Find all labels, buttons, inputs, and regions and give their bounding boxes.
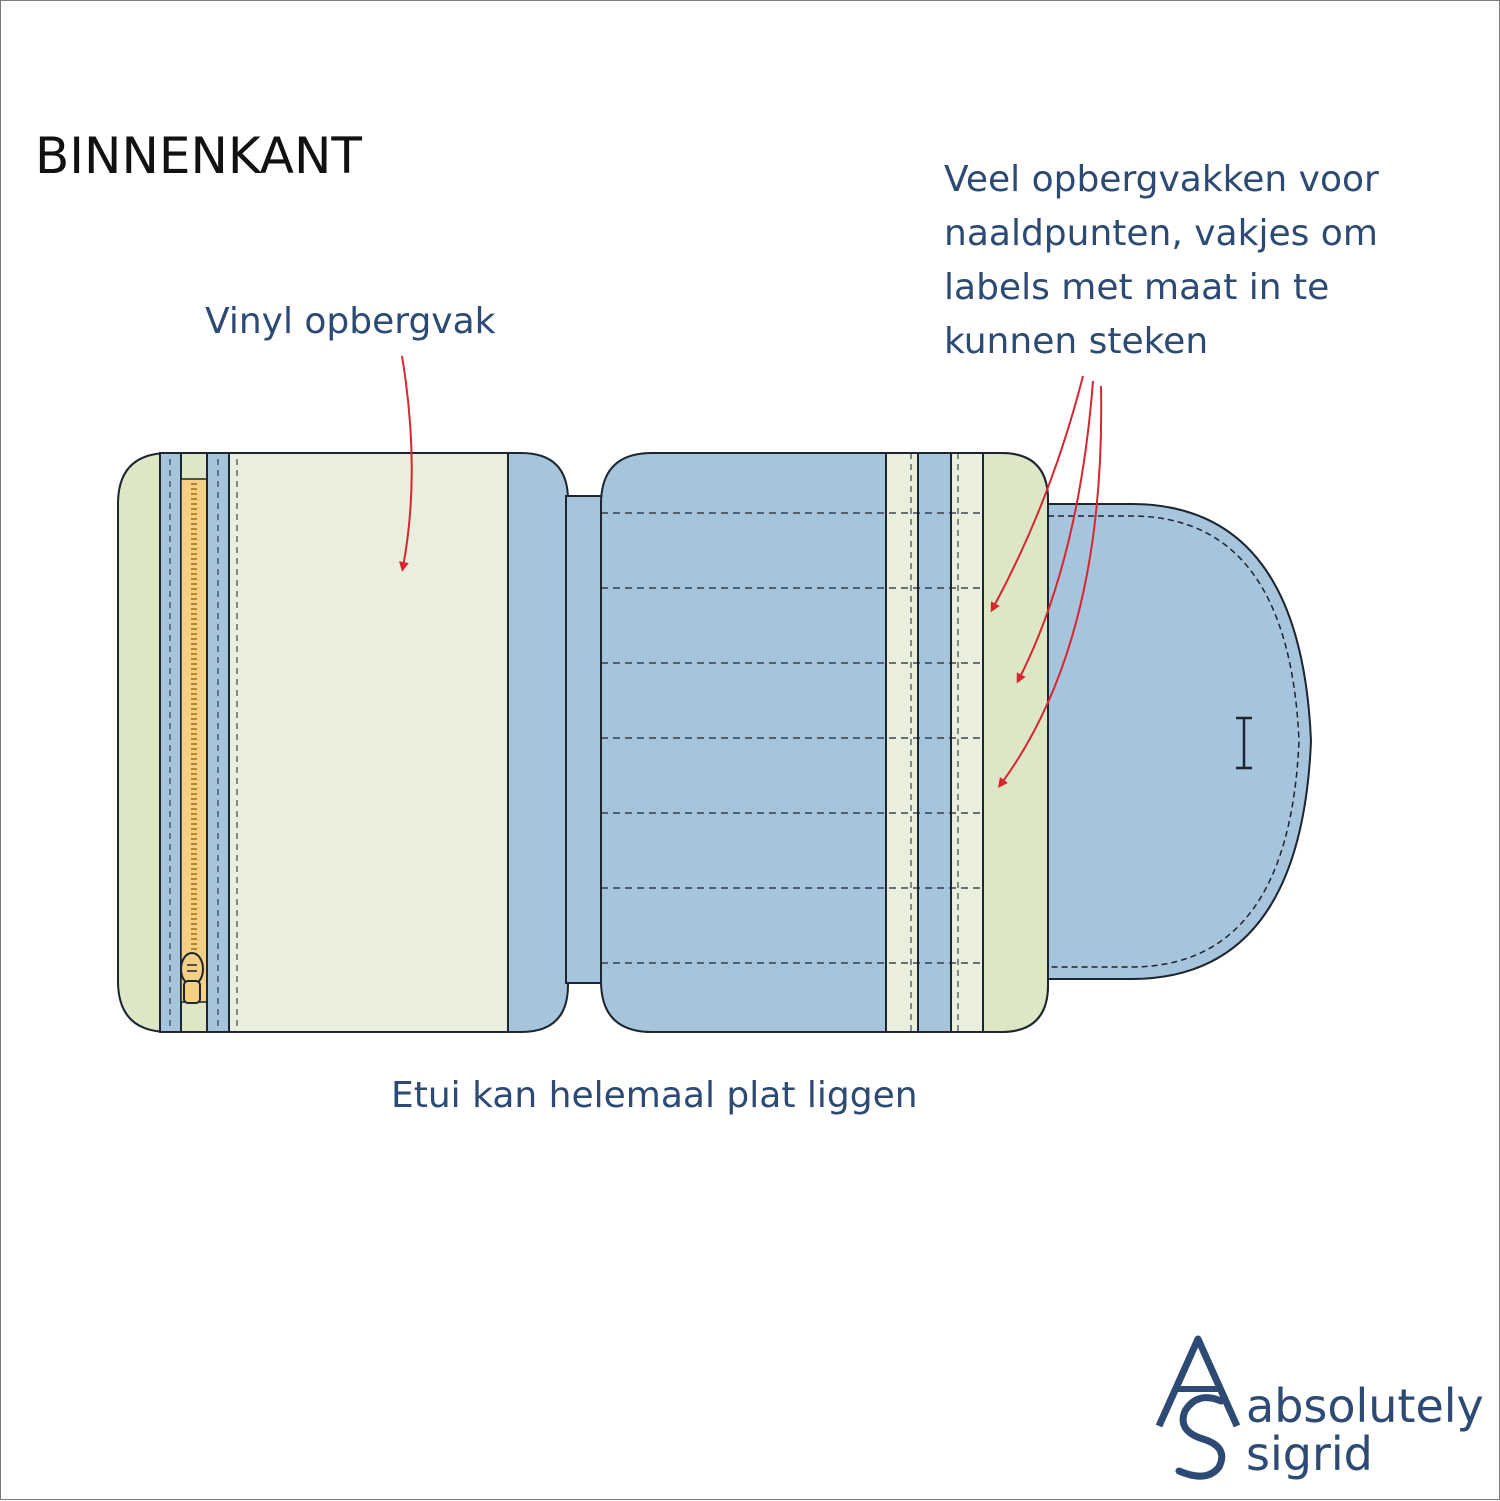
vinyl-arrow [399, 355, 413, 572]
pockets-arrow-2 [1016, 380, 1094, 684]
left-panel-binding [507, 452, 569, 1033]
zipper-pull [180, 952, 204, 1004]
logo-word-absolutely: absolutely [1246, 1379, 1484, 1433]
logo-word-sigrid: sigrid [1246, 1427, 1373, 1481]
spine [565, 495, 603, 984]
pockets-note: Veel opbergvakken voor naaldpunten, vakj… [944, 153, 1464, 369]
flap-stitching [1048, 515, 1300, 968]
page-title: BINNENKANT [35, 127, 362, 185]
snap-mark [1236, 716, 1252, 770]
left-panel [117, 452, 522, 1033]
flap-shape [1047, 503, 1313, 980]
needle-pocket-stitches [601, 512, 983, 964]
pockets-arrow-1 [990, 375, 1084, 613]
pockets-arrow-3 [998, 385, 1103, 789]
lay-flat-note: Etui kan helemaal plat liggen [391, 1075, 918, 1116]
right-panel-edge [982, 452, 1049, 1033]
pockets-note-line-1: Veel opbergvakken voor [944, 159, 1379, 200]
vinyl-pocket-label: Vinyl opbergvak [205, 301, 496, 342]
closure-flap [1047, 503, 1313, 980]
pockets-note-line-2: naaldpunten, vakjes om [944, 213, 1378, 254]
label-strip-2 [950, 452, 984, 1033]
pockets-note-line-3: labels met maat in te [944, 267, 1330, 308]
right-panel [600, 452, 1049, 1033]
pockets-note-line-4: kunnen steken [944, 321, 1209, 362]
as-monogram-icon [1155, 1335, 1241, 1480]
brand-logo: absolutely sigrid [1151, 1331, 1491, 1481]
label-strip-1 [885, 452, 919, 1033]
vinyl-pocket [228, 452, 522, 1033]
